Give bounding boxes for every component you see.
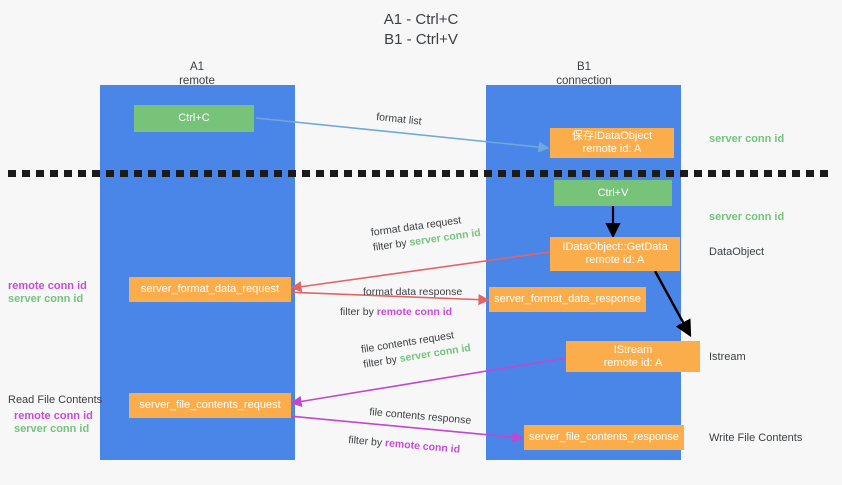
box-istream[interactable]: IStream remote id: A (566, 341, 700, 372)
annotation-write-file-contents: Write File Contents (709, 432, 803, 444)
remote-conn-id-1: remote conn id (376, 306, 453, 318)
box-idataobject[interactable]: 保存IDataObject remote id: A (550, 128, 674, 158)
label-format-list-text: format list (375, 110, 423, 128)
box-server-file-contents-response[interactable]: server_file_contents_response (524, 425, 684, 450)
column-b1-sub: connection (556, 75, 612, 87)
label-format-list: format list (375, 110, 423, 130)
annotation-remote-conn-id-left-1: remote conn id (8, 280, 87, 292)
annotation-read-file-contents: Read File Contents (8, 394, 103, 406)
label-format-data-response-text: format data response (363, 286, 463, 298)
box-ctrl-c-label: Ctrl+C (178, 112, 210, 124)
box-server-format-data-request[interactable]: server_format_data_request (129, 277, 291, 302)
label-format-data-response-filter: filter by remote conn id (340, 305, 452, 319)
label-file-contents-response-text: file contents response (368, 405, 472, 427)
title-line-1: A1 - Ctrl+C (383, 11, 459, 28)
box-getdata-line1: IDataObject::GetData (562, 241, 668, 253)
filter-by-prefix-4: filter by (347, 433, 386, 450)
column-header-b1: B1 connection (504, 60, 664, 88)
phase-divider (8, 170, 834, 177)
box-istream-line2: remote id: A (603, 356, 663, 369)
page-title: A1 - Ctrl+C B1 - Ctrl+V (0, 10, 842, 50)
box-idataobject-line1: 保存IDataObject (571, 130, 653, 142)
remote-conn-id-2: remote conn id (384, 437, 461, 456)
filter-by-prefix-1: filter by (372, 236, 411, 254)
box-ctrl-v[interactable]: Ctrl+V (554, 180, 672, 206)
column-b1-name: B1 (576, 61, 592, 73)
annotation-dataobject: DataObject (709, 246, 765, 258)
annotation-server-conn-id-left-1: server conn id (8, 293, 84, 305)
box-server-file-contents-request[interactable]: server_file_contents_request (129, 393, 291, 418)
label-file-contents-request: file contents request filter by server c… (360, 326, 472, 373)
column-header-a1: A1 remote (117, 60, 277, 88)
column-a1-name: A1 (189, 61, 205, 73)
annotation-istream: Istream (709, 351, 746, 363)
annotation-remote-conn-id-left-2: remote conn id (14, 410, 93, 422)
box-server-format-data-response-label: server_format_data_response (494, 293, 641, 305)
box-idataobject-line2: remote id: A (582, 143, 642, 155)
box-ctrl-v-label: Ctrl+V (597, 186, 629, 199)
label-format-data-request: format data request filter by server con… (370, 211, 482, 256)
box-getdata-line2: remote id: A (585, 254, 645, 266)
annotation-server-conn-id-top: server conn id (709, 133, 785, 145)
label-file-contents-response: file contents response (369, 405, 472, 429)
box-server-file-contents-request-label: server_file_contents_request (139, 399, 281, 411)
label-file-contents-response-filter: filter by remote conn id (348, 433, 461, 458)
annotation-server-conn-id-mid: server conn id (709, 211, 785, 223)
box-istream-line1: IStream (613, 343, 653, 356)
box-ctrl-c[interactable]: Ctrl+C (134, 105, 254, 132)
label-format-data-response: format data response (363, 285, 462, 299)
box-server-format-data-request-label: server_format_data_request (140, 283, 280, 295)
annotation-server-conn-id-left-2: server conn id (14, 423, 90, 435)
column-a1-sub: remote (179, 75, 215, 87)
box-server-format-data-response[interactable]: server_format_data_response (489, 287, 646, 312)
filter-by-prefix-2: filter by (340, 306, 377, 318)
box-server-file-contents-response-label: server_file_contents_response (529, 431, 679, 443)
box-getdata[interactable]: IDataObject::GetData remote id: A (550, 237, 680, 271)
title-line-2: B1 - Ctrl+V (384, 31, 458, 48)
